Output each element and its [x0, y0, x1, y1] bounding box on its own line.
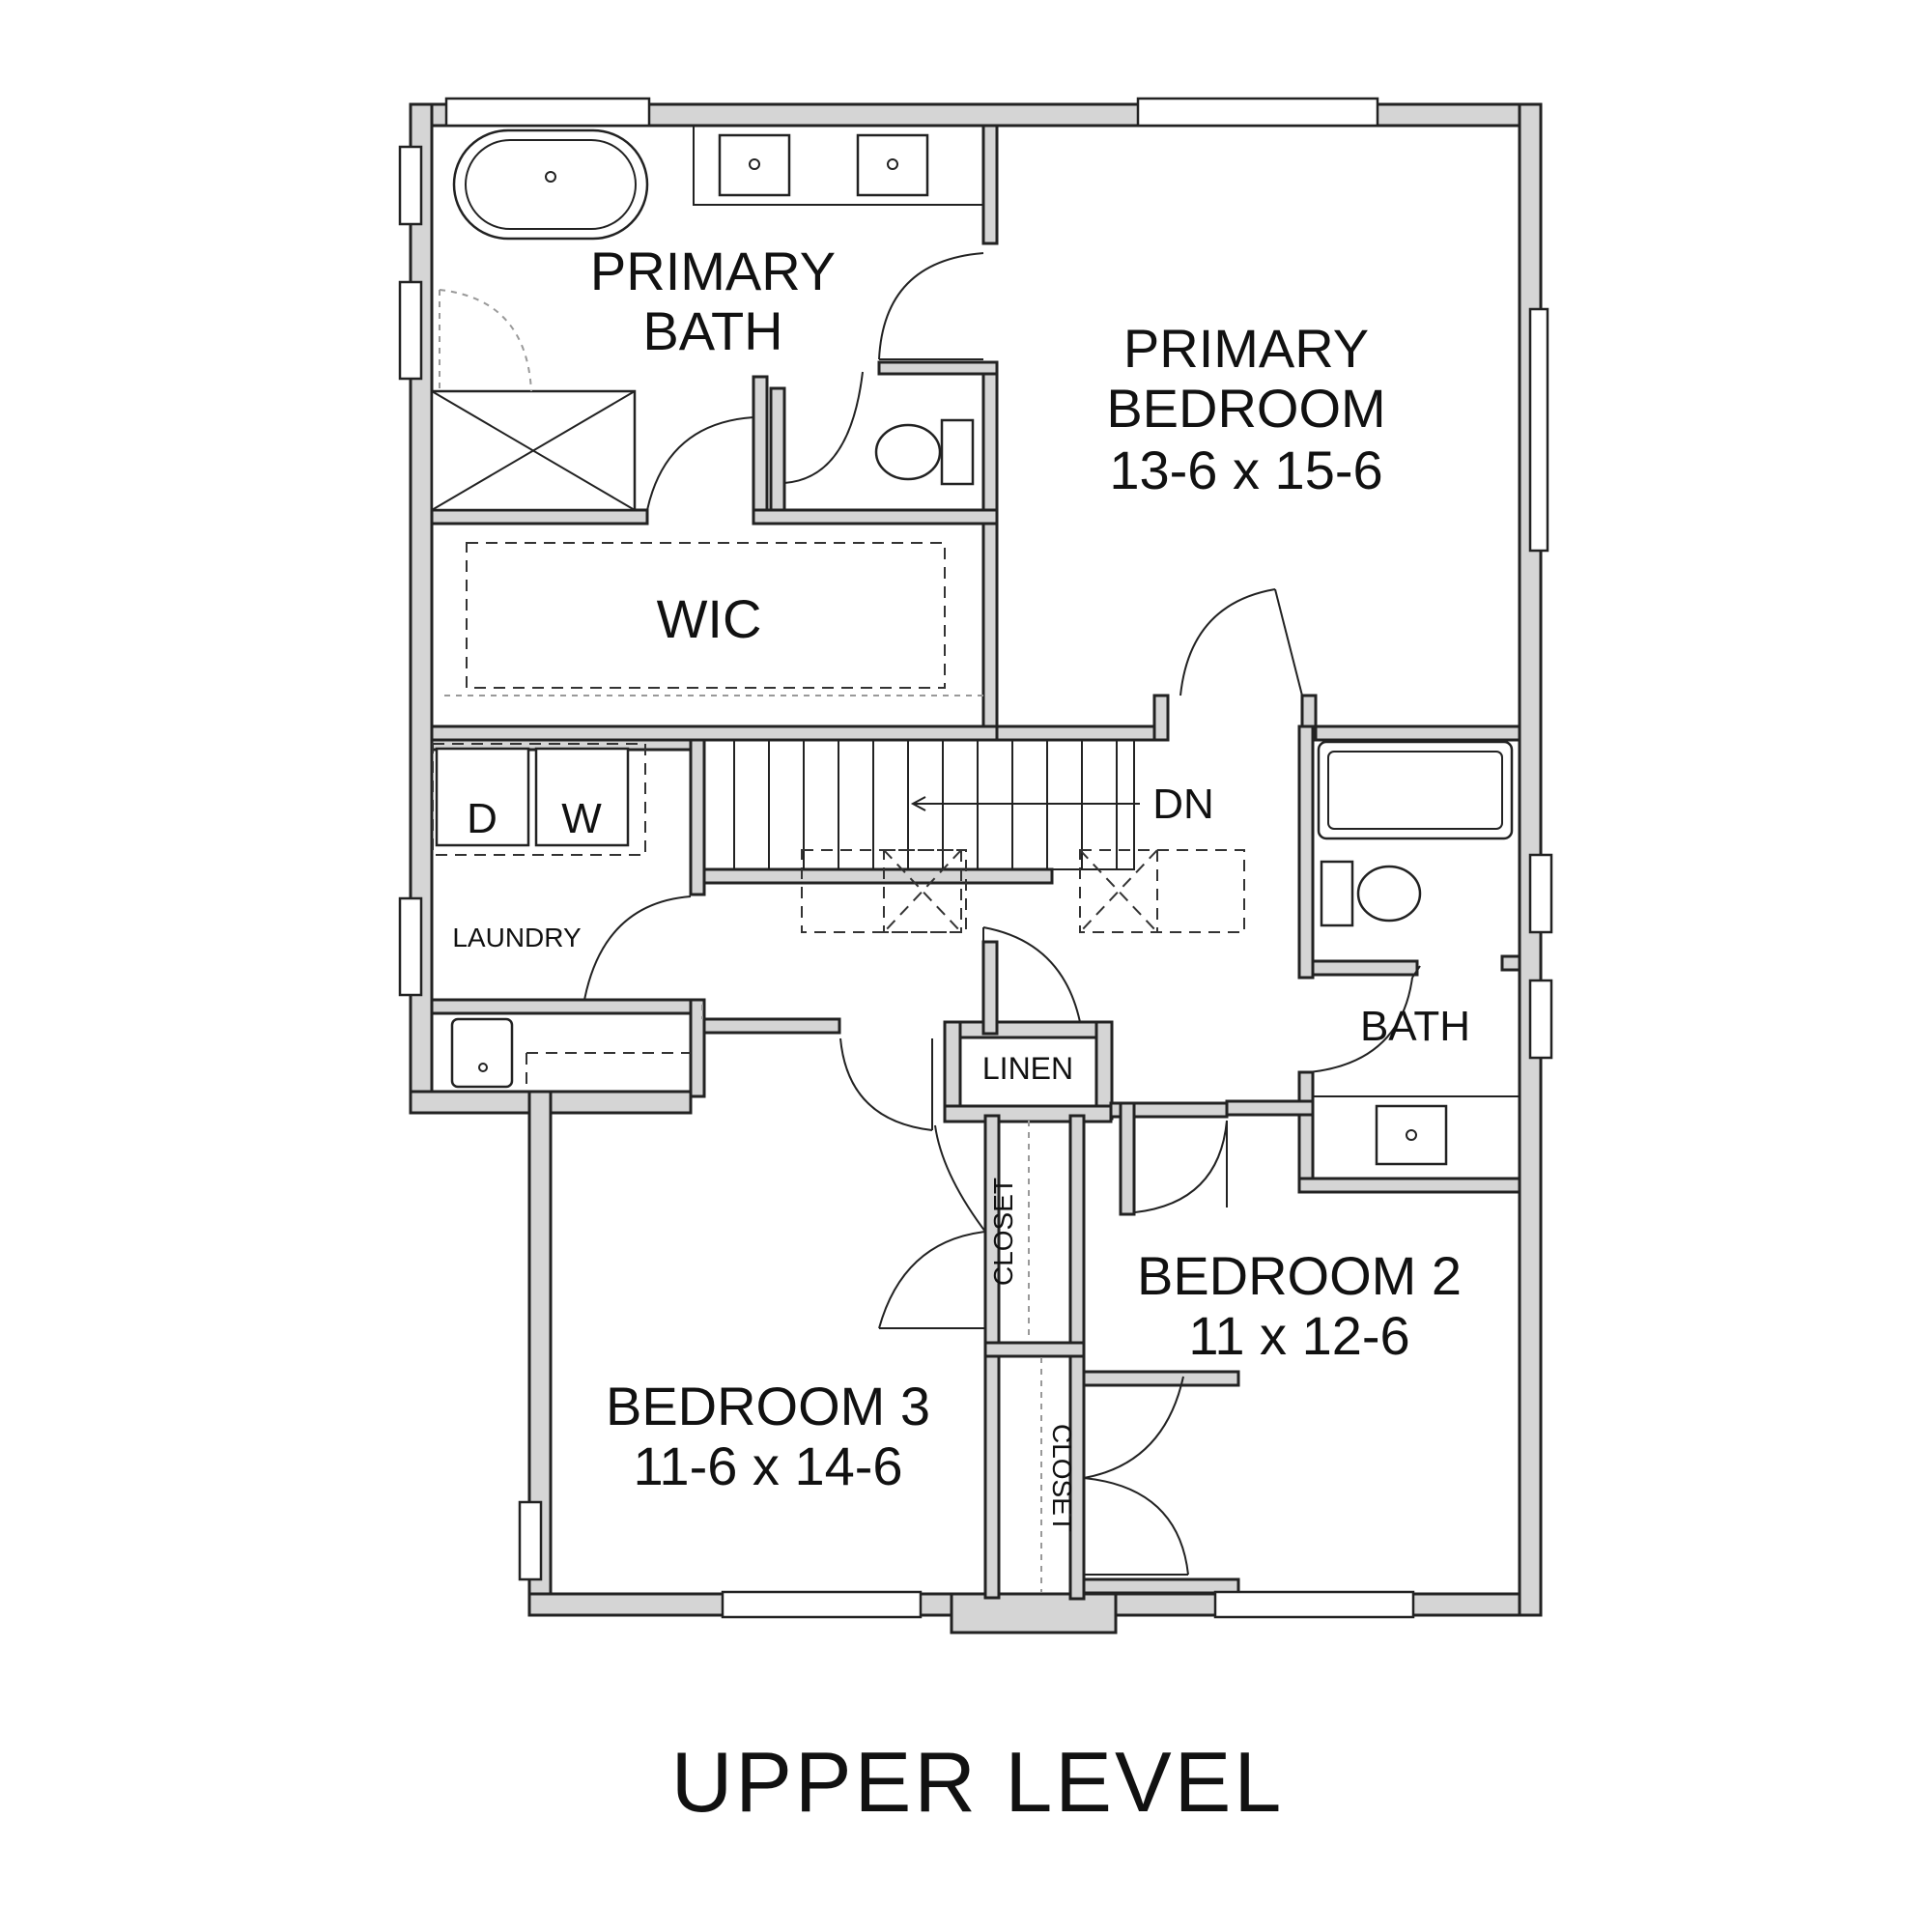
bedroom3-label: BEDROOM 3 [606, 1376, 930, 1436]
bathtub-icon [1317, 740, 1514, 840]
primary-bedroom-label-line1: PRIMARY [1123, 318, 1369, 379]
utility-sink-icon [450, 1017, 514, 1089]
bedroom3-size: 11-6 x 14-6 [633, 1435, 902, 1496]
wic-shelving [444, 542, 985, 696]
laundry-label: LAUNDRY [452, 923, 582, 952]
laundry-fixtures [432, 743, 691, 1092]
closet-label: CLOSET [988, 1178, 1018, 1286]
wic-label: WIC [657, 588, 762, 649]
sink-icon [1375, 1104, 1448, 1166]
toilet-icon [1356, 865, 1422, 923]
bedroom2-label: BEDROOM 2 [1137, 1245, 1462, 1306]
primary-bath-fixtures [430, 125, 984, 512]
primary-bath-label-line1: PRIMARY [590, 241, 836, 301]
room-labels: PRIMARY BATH PRIMARY BEDROOM 13-6 x 15-6… [452, 241, 1470, 1532]
washer-icon [534, 747, 630, 847]
doors [583, 252, 1421, 1576]
bath-label: BATH [1360, 1003, 1470, 1050]
linen-label: LINEN [982, 1051, 1073, 1086]
sink-icon [718, 133, 791, 197]
toilet-icon [874, 423, 942, 481]
bathtub-icon [452, 128, 649, 241]
windows [398, 97, 1553, 1619]
closet-rods [701, 1005, 1042, 1592]
closet-label: CLOSET [1047, 1424, 1077, 1532]
primary-bath-label-line2: BATH [642, 300, 782, 361]
washer-label: W [561, 795, 602, 842]
stairs [703, 739, 1245, 933]
plan-title: UPPER LEVEL [671, 1734, 1285, 1830]
primary-bedroom-size: 13-6 x 15-6 [1109, 440, 1382, 500]
stairs-down-label: DN [1152, 781, 1214, 828]
primary-bedroom-label-line2: BEDROOM [1106, 378, 1385, 439]
sink-icon [856, 133, 929, 197]
dryer-icon [435, 747, 530, 847]
bedroom2-size: 11 x 12-6 [1188, 1305, 1409, 1366]
dryer-label: D [467, 795, 497, 842]
hall-bath-fixtures [1312, 740, 1520, 1179]
